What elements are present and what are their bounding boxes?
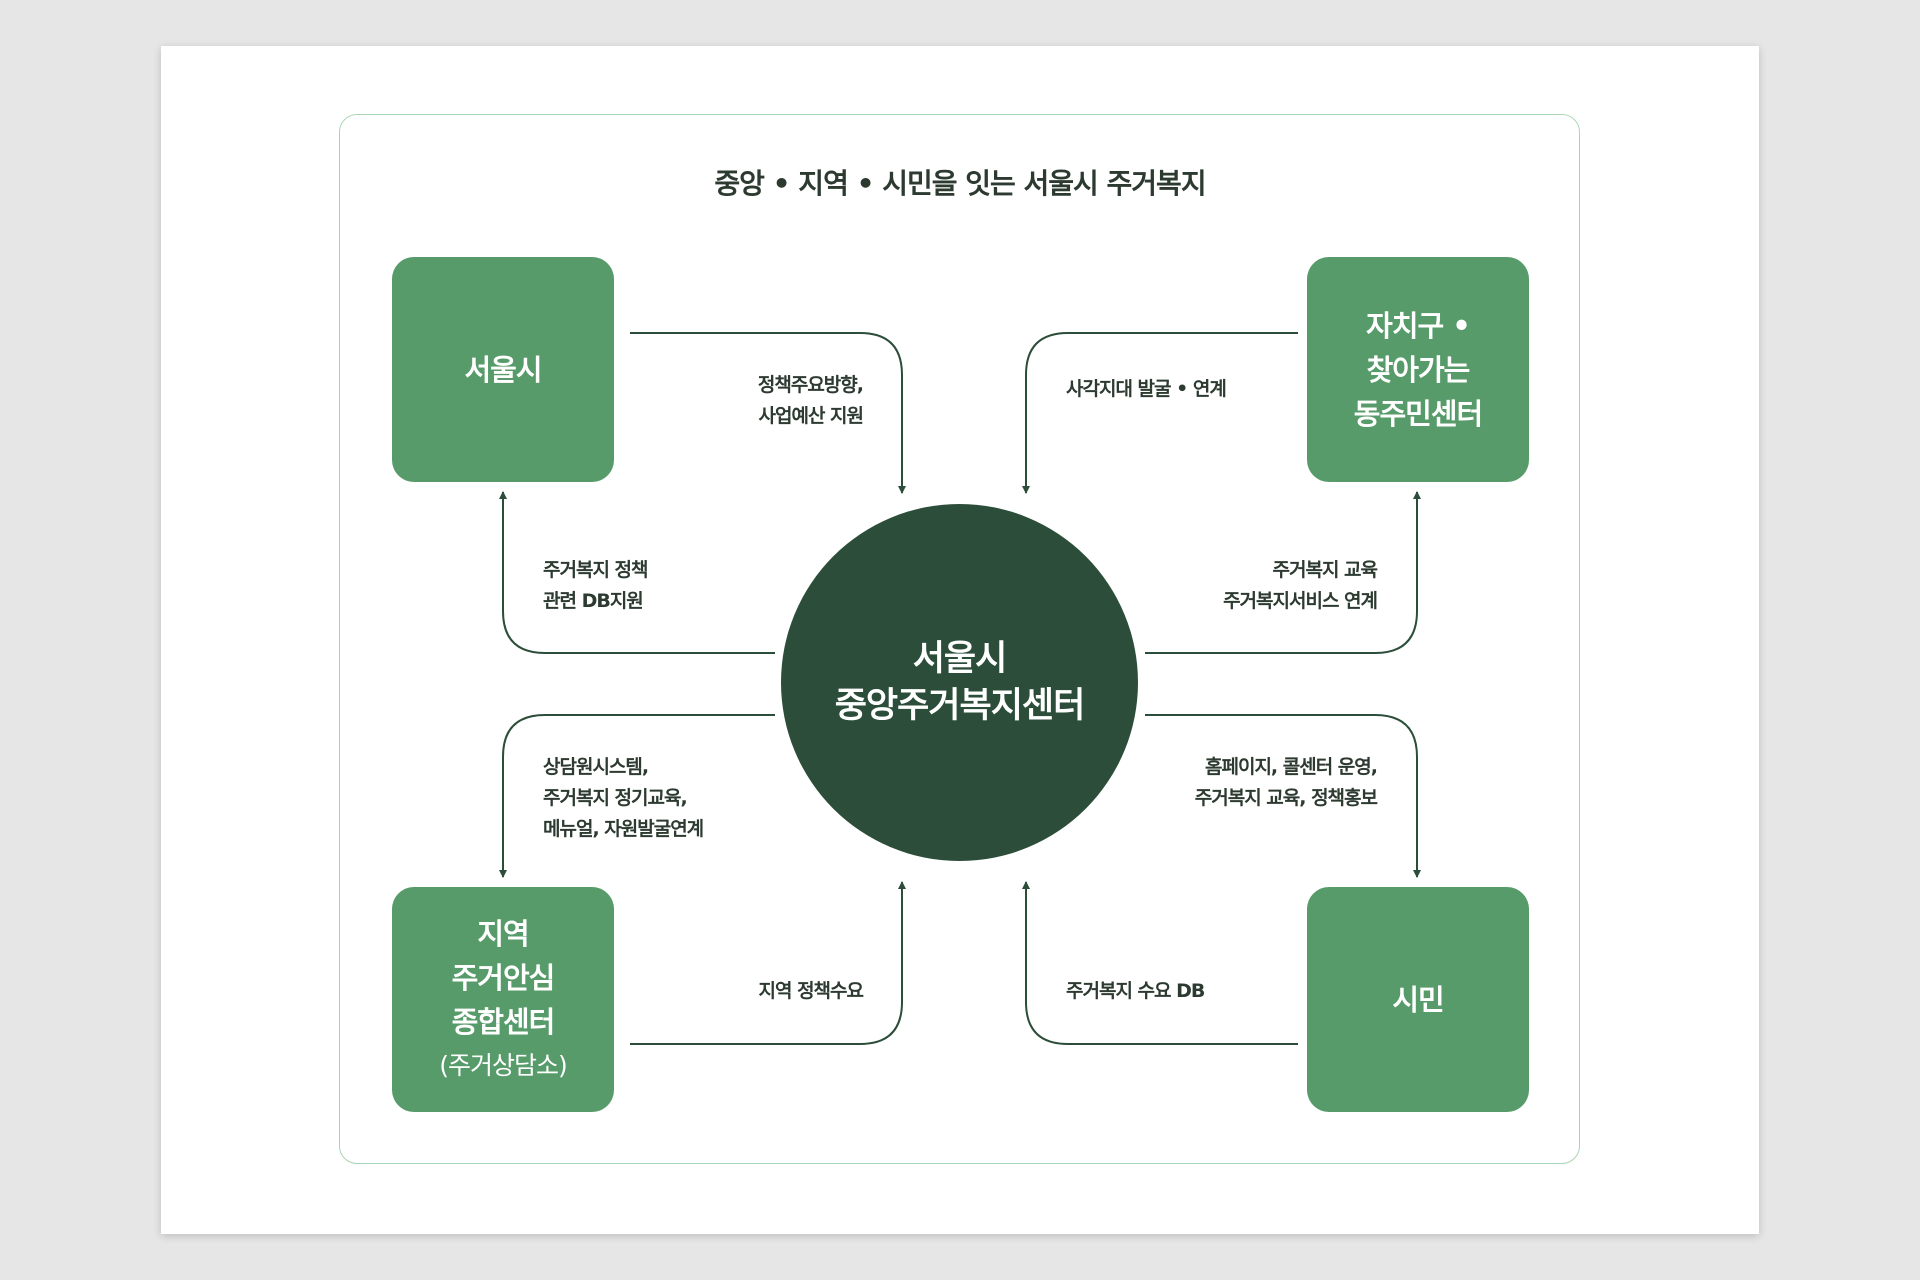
arrow-center-to-region <box>499 714 775 878</box>
arrow-center-to-seoul <box>499 491 775 654</box>
label-line: 상담원시스템, <box>543 756 649 778</box>
label-line: 사업예산 지원 <box>758 405 865 427</box>
label-center-to-region: 상담원시스템, 주거복지 정기교육, 메뉴얼, 자원발굴연계 <box>543 752 704 845</box>
label-region-to-center: 지역 정책수요 <box>759 976 864 1007</box>
label-center-to-gu: 주거복지 교육 주거복지서비스 연계 <box>1223 555 1378 617</box>
label-citizen-to-center: 주거복지 수요 DB <box>1066 976 1205 1007</box>
label-line: 주거복지 정기교육, <box>543 787 688 809</box>
node-gu-line3: 동주민센터 <box>1353 396 1483 431</box>
node-region-sub: (주거상담소) <box>439 1050 568 1080</box>
node-region-line1: 지역 <box>477 916 529 951</box>
arrow-seoul-to-center <box>630 332 906 494</box>
label-line: 정책주요방향, <box>757 374 864 396</box>
label-line: 관련 DB지원 <box>543 590 644 612</box>
node-regional-housing-center: 지역 주거안심 종합센터 (주거상담소) <box>392 887 614 1112</box>
label-line: 주거복지서비스 연계 <box>1223 590 1378 612</box>
node-citizen-label: 시민 <box>1392 982 1444 1017</box>
label-line: 주거복지 교육, 정책홍보 <box>1194 787 1378 809</box>
node-gu-line2: 찾아가는 <box>1366 352 1471 387</box>
label-line: 지역 정책수요 <box>758 980 864 1002</box>
label-line: 주거복지 교육 <box>1272 559 1378 581</box>
label-line: 주거복지 정책 <box>543 559 648 581</box>
center-node: 서울시 중앙주거복지센터 <box>781 504 1138 861</box>
node-citizen: 시민 <box>1307 887 1529 1112</box>
label-gu-to-center: 사각지대 발굴 • 연계 <box>1066 374 1227 405</box>
label-seoul-to-center: 정책주요방향, 사업예산 지원 <box>757 370 865 432</box>
arrow-center-to-gu <box>1145 491 1421 654</box>
node-district-community-center: 자치구 • 찾아가는 동주민센터 <box>1307 257 1529 482</box>
label-center-to-citizen: 홈페이지, 콜센터 운영, 주거복지 교육, 정책홍보 <box>1194 752 1378 814</box>
arrow-gu-to-center <box>1022 332 1298 494</box>
node-seoul-label: 서울시 <box>464 352 542 387</box>
arrow-region-to-center <box>630 881 906 1045</box>
arrow-citizen-to-center <box>1022 881 1298 1045</box>
node-region-line3: 종합센터 <box>451 1004 556 1039</box>
node-region-line2: 주거안심 <box>451 960 556 995</box>
diagram-frame <box>339 114 1580 1164</box>
label-line: 홈페이지, 콜센터 운영, <box>1205 756 1378 778</box>
label-line: 주거복지 수요 DB <box>1066 980 1205 1002</box>
center-line1: 서울시 <box>912 638 1008 679</box>
label-line: 사각지대 발굴 • 연계 <box>1066 378 1227 400</box>
center-line2: 중앙주거복지센터 <box>834 685 1086 726</box>
label-line: 메뉴얼, 자원발굴연계 <box>543 818 704 840</box>
arrow-center-to-citizen <box>1145 714 1421 878</box>
node-seoul: 서울시 <box>392 257 614 482</box>
node-gu-line1: 자치구 • <box>1366 308 1471 343</box>
label-center-to-seoul: 주거복지 정책 관련 DB지원 <box>543 555 648 617</box>
diagram-title: 중앙 • 지역 • 시민을 잇는 서울시 주거복지 <box>714 167 1206 200</box>
